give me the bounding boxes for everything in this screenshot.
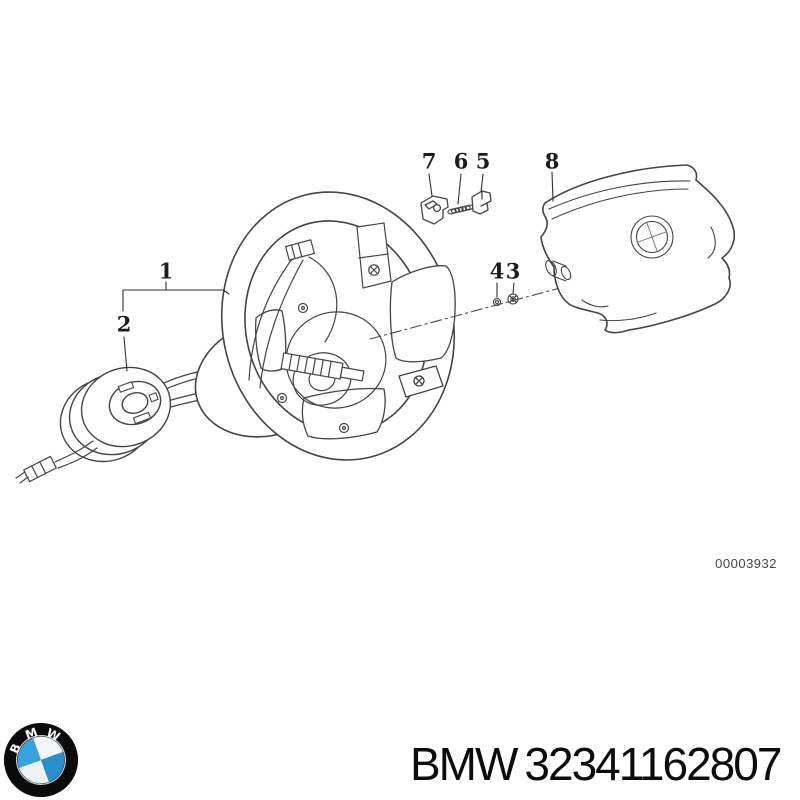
callout-leader-lines — [122, 171, 554, 372]
svg-text:W: W — [44, 726, 63, 745]
roundel-quadrants — [17, 736, 65, 784]
svg-text:M: M — [23, 725, 39, 742]
callout-8: 8 — [544, 148, 560, 174]
callout-1: 1 — [158, 258, 174, 284]
spring-part6-drawing — [447, 204, 475, 215]
clip-part7-drawing — [420, 195, 449, 225]
bmw-logo: B M W — [3, 722, 79, 798]
roundel-separator — [16, 735, 66, 785]
callout-5: 5 — [475, 148, 491, 174]
roundel-letters: B M W — [7, 725, 63, 756]
bmw-roundel-emblem — [630, 215, 674, 259]
brand-text: BMW — [410, 738, 518, 790]
washer-part4-drawing — [492, 297, 502, 307]
callout-3: 3 — [505, 258, 521, 284]
callout-2: 2 — [116, 311, 132, 337]
callout-4: 4 — [489, 258, 505, 284]
airbag-module-drawing — [540, 164, 736, 334]
callout-6: 6 — [453, 148, 469, 174]
clock-spring-drawing — [15, 366, 172, 484]
callout-7: 7 — [421, 148, 437, 174]
steering-wheel-drawing — [220, 191, 456, 461]
screw-part3-drawing — [507, 293, 519, 305]
clip-part5-drawing — [471, 190, 492, 215]
image-number-watermark: 00003932 — [715, 556, 777, 571]
assembly-centerline — [369, 287, 561, 340]
part-number-text: 32341162807 — [524, 738, 782, 790]
roundel-ring — [3, 722, 79, 798]
